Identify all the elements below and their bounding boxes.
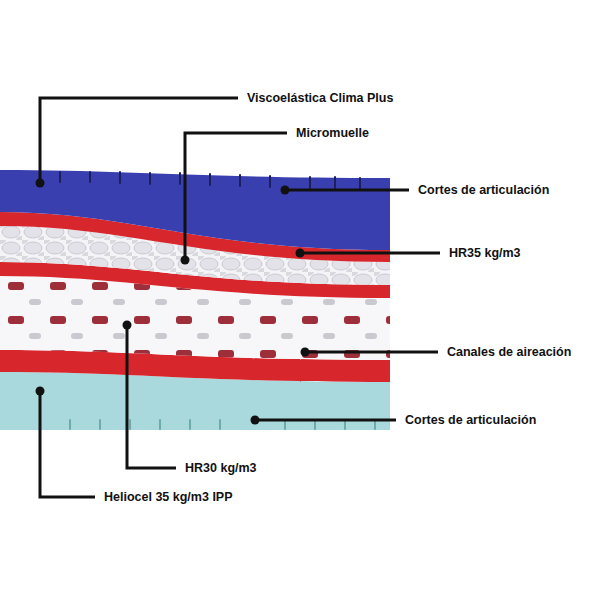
part-label-box: Viscoelástica Clima Plus [247, 91, 393, 106]
part-label: Micromuelle [296, 126, 369, 140]
articulation-cuts [60, 172, 360, 189]
part-label: HR30 kg/m3 [185, 461, 257, 475]
part-label-box: Heliocel 35 kg/m3 IPP [104, 490, 233, 505]
part-label-box: Cortes de articulación [405, 413, 536, 428]
part-label: HR35 kg/m3 [449, 246, 521, 260]
leader-lines [40, 98, 440, 497]
part-label-box: HR30 kg/m3 [185, 461, 257, 476]
visco-layer [0, 170, 390, 250]
part-label: Canales de aireación [447, 345, 571, 359]
part-label-box: Canales de aireación [447, 345, 571, 360]
part-label-box: Micromuelle [296, 126, 369, 141]
part-label-box: Cortes de articulación [418, 183, 549, 198]
leader-dots [36, 179, 310, 425]
part-label: Heliocel 35 kg/m3 IPP [104, 490, 233, 504]
part-label: Viscoelástica Clima Plus [247, 91, 393, 105]
part-label: Cortes de articulación [405, 413, 536, 427]
part-label: Cortes de articulación [418, 183, 549, 197]
part-label-box: HR35 kg/m3 [449, 246, 521, 261]
